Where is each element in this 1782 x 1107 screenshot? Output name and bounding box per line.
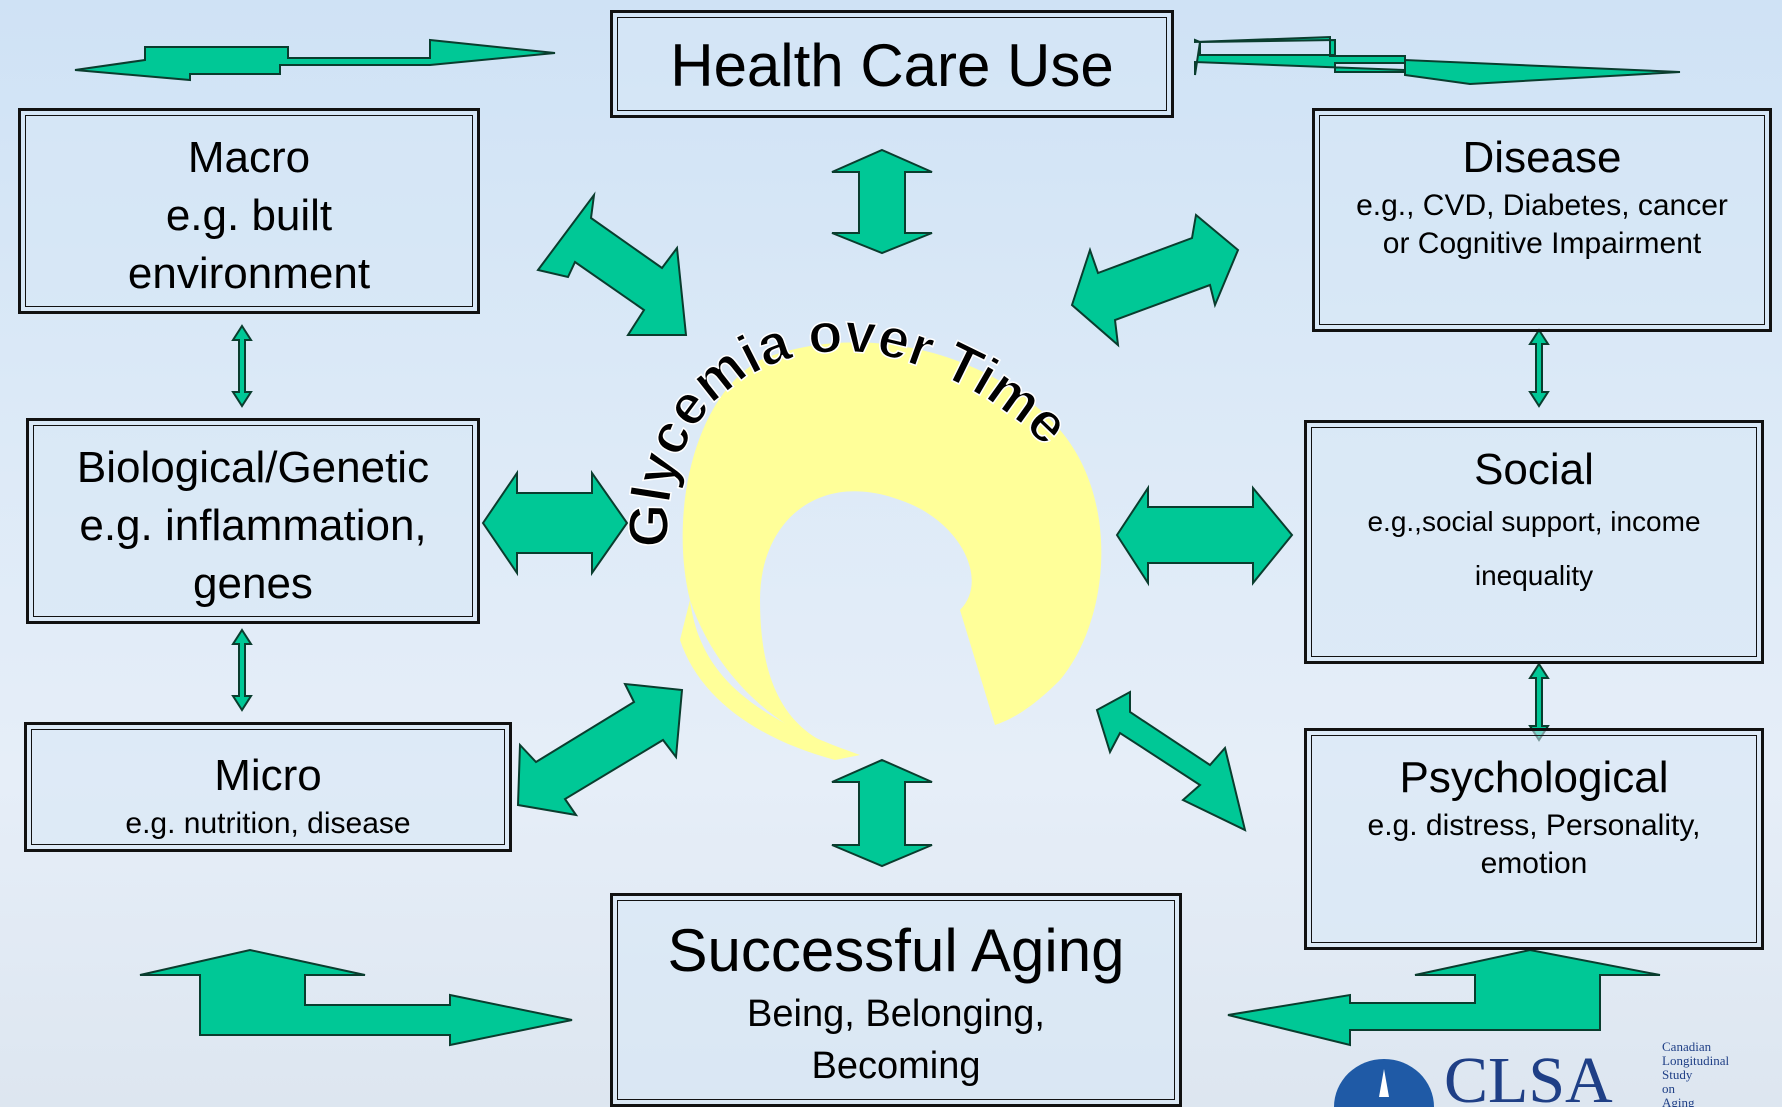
biological-genetic-box: Biological/Genetic e.g. inflammation, ge… xyxy=(26,418,480,624)
biological-example-line1: e.g. inflammation, xyxy=(79,501,427,550)
biological-example-line2: genes xyxy=(193,559,313,608)
glycemia-swirl xyxy=(682,342,1102,755)
biological-title: Biological/Genetic xyxy=(76,443,430,492)
macro-example-line2: environment xyxy=(127,249,371,298)
health-care-use-box: Health Care Use xyxy=(610,10,1174,118)
health-care-use-title: Health Care Use xyxy=(670,32,1114,99)
micro-box: Micro e.g. nutrition, disease xyxy=(24,722,512,852)
disease-center-arrow xyxy=(1070,213,1240,348)
psychological-box: Psychological e.g. distress, Personality… xyxy=(1304,728,1764,950)
hcu-vertical-arrow xyxy=(831,148,933,255)
bio-center-arrow xyxy=(481,469,629,577)
top-left-double-arrow xyxy=(74,38,556,82)
social-title: Social xyxy=(1474,445,1594,494)
macro-center-arrow xyxy=(536,191,688,336)
aging-vertical-arrow xyxy=(831,758,933,868)
social-center-arrow xyxy=(1115,484,1294,587)
macro-title: Macro xyxy=(187,133,311,182)
micro-center-arrow xyxy=(516,682,684,817)
bottom-right-double-arrow xyxy=(1227,948,1661,1047)
social-box: Social e.g.,social support, income inequ… xyxy=(1304,420,1764,664)
disease-title: Disease xyxy=(1462,133,1622,182)
macro-box: Macro e.g. built environment xyxy=(18,108,480,314)
disease-social-connector xyxy=(1528,328,1550,408)
micro-example: e.g. nutrition, disease xyxy=(125,807,411,840)
micro-title: Micro xyxy=(214,751,322,800)
disease-box: Disease e.g., CVD, Diabetes, cancer or C… xyxy=(1312,108,1772,332)
macro-bio-connector xyxy=(231,324,253,408)
disease-example-line1: e.g., CVD, Diabetes, cancer xyxy=(1356,189,1728,222)
bio-micro-connector xyxy=(231,628,253,712)
glycemia-swirl-tail xyxy=(680,600,860,760)
top-right-double-arrow xyxy=(1194,35,1681,86)
psychological-example-line1: e.g. distress, Personality, xyxy=(1367,809,1701,842)
social-example-line1: e.g.,social support, income xyxy=(1367,506,1701,537)
psychological-example-line2: emotion xyxy=(1480,847,1588,880)
disease-example-line2: or Cognitive Impairment xyxy=(1382,227,1702,260)
clsa-logo-abbr: CLSA xyxy=(1444,1044,1613,1107)
successful-aging-title: Successful Aging xyxy=(667,917,1125,984)
social-example-line2: inequality xyxy=(1474,560,1594,591)
successful-aging-box: Successful Aging Being, Belonging, Becom… xyxy=(610,893,1182,1107)
macro-example-line1: e.g. built xyxy=(165,191,333,240)
psych-center-arrow xyxy=(1095,690,1247,832)
successful-aging-line2: Becoming xyxy=(811,1045,981,1087)
psychological-title: Psychological xyxy=(1399,753,1669,802)
successful-aging-line1: Being, Belonging, xyxy=(747,993,1045,1035)
bottom-left-double-arrow xyxy=(139,948,573,1047)
